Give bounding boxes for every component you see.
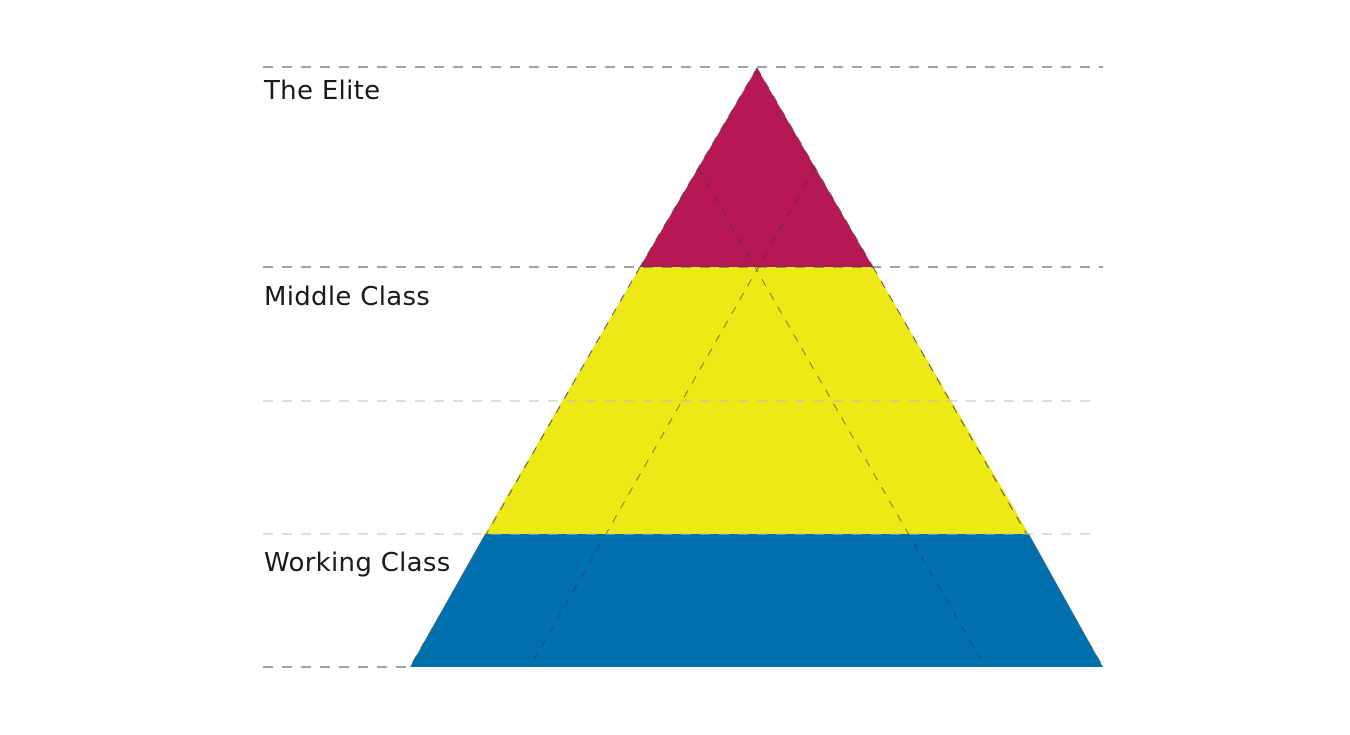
label-working-class: Working Class <box>264 548 451 578</box>
label-elite: The Elite <box>264 76 381 106</box>
pyramid-outline <box>409 67 1104 668</box>
band-working-class <box>410 534 1103 667</box>
label-middle-class: Middle Class <box>264 282 431 312</box>
level-divider-lines <box>263 66 1103 668</box>
band-elite <box>640 68 873 267</box>
